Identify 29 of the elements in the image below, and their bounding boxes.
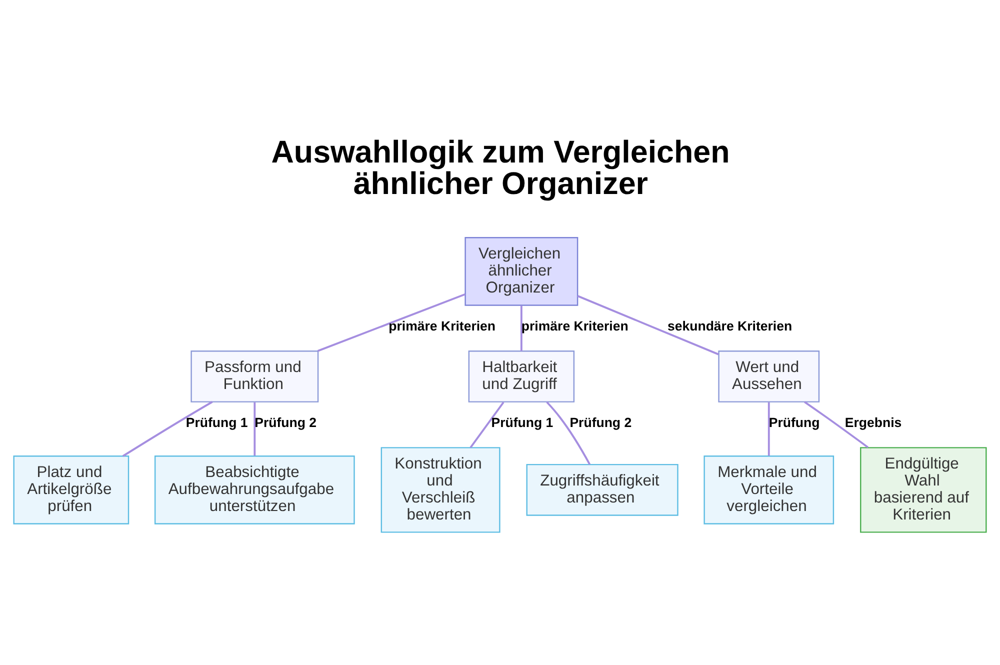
node-box: Vergleichen ähnlicher Organizer: [464, 236, 578, 306]
edge-label: Prüfung 2: [254, 414, 317, 430]
edge-label: Prüfung: [768, 414, 820, 430]
edge-label: Prüfung 1: [186, 414, 248, 430]
edge-label: sekundäre Kriterien: [667, 318, 792, 333]
node-box: Passform und Funktion: [190, 350, 319, 402]
node-box: Endgültige Wahl basierend auf Kriterien: [860, 446, 987, 532]
connector: [254, 402, 256, 456]
connector: [546, 400, 591, 464]
edge-label: Ergebnis: [844, 414, 902, 430]
edge-label: Prüfung 1: [491, 414, 554, 430]
connector: [470, 401, 504, 448]
connector: [520, 305, 522, 351]
node-box: Merkmale und Vorteile vergleichen: [704, 455, 834, 524]
node-box: Haltbarkeit und Zugriff: [468, 350, 575, 402]
node-box: Platz und Artikelgröße prüfen: [13, 455, 130, 524]
node-box: Wert und Aussehen: [718, 350, 820, 402]
connector: [768, 402, 770, 456]
node-box: Konstruktion und Verschleiß bewerten: [380, 446, 500, 532]
edge-label: primäre Kriterien: [521, 318, 628, 333]
diagram-title: Auswahllogik zum Vergleichen ähnlicher Organizer: [271, 134, 730, 200]
edge-label: primäre Kriterien: [388, 318, 496, 333]
connector: [577, 294, 719, 355]
connector: [804, 400, 869, 448]
edge-label: Prüfung 2: [570, 414, 632, 430]
node-box: Zugriffshäufigkeit anpassen: [526, 463, 678, 516]
node-box: Beabsichtigte Aufbewahrungsaufgabe unterstützen: [154, 455, 355, 524]
connector: [122, 400, 213, 456]
connector: [317, 292, 466, 352]
